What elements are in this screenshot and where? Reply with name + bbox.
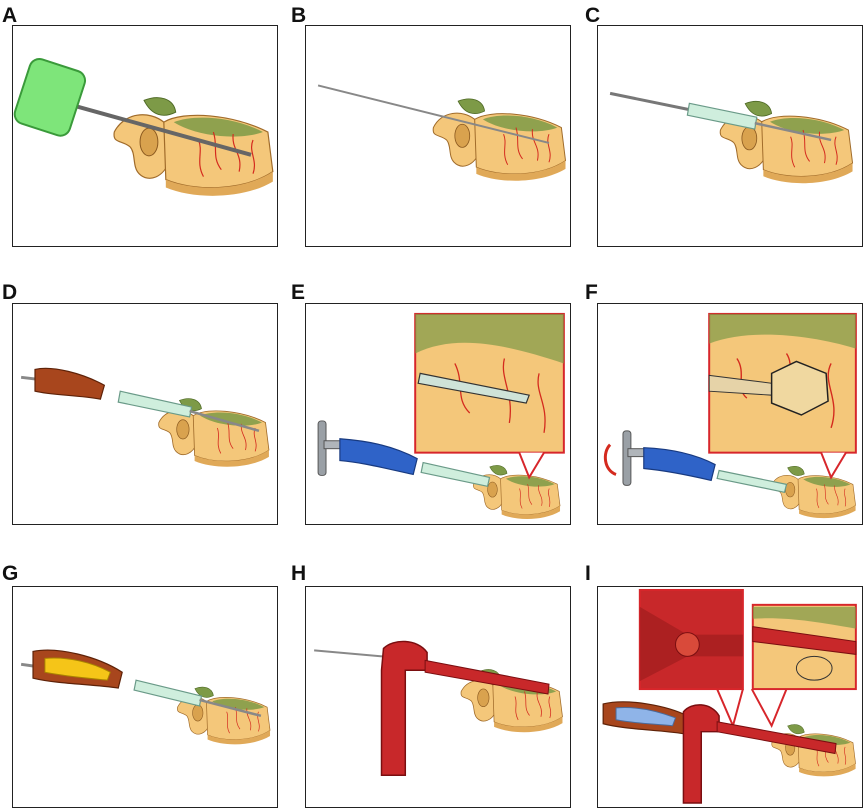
guide-wire	[317, 84, 550, 144]
open-expander-device	[770, 360, 829, 416]
panel-label-b: B	[291, 4, 307, 27]
cement-injector	[682, 704, 720, 804]
trocar-handle	[13, 58, 87, 137]
cement-injector	[380, 640, 428, 777]
panel-label-g: G	[2, 562, 19, 585]
panel-label-i: I	[585, 562, 591, 585]
panel-label-f: F	[585, 281, 598, 304]
panel-h	[305, 586, 571, 808]
expander-handle	[339, 438, 418, 476]
expander-handle	[643, 447, 716, 482]
closed-expander-device	[417, 372, 530, 404]
panel-label-d: D	[2, 281, 18, 304]
panel-label-a: A	[2, 4, 18, 27]
drill-handle	[34, 367, 106, 400]
panel-label-c: C	[585, 4, 601, 27]
working-cannula	[686, 102, 758, 130]
panel-label-h: H	[291, 562, 307, 585]
panel-c	[597, 25, 863, 247]
panel-d	[12, 303, 278, 525]
vertebra-illustration	[432, 98, 567, 182]
panel-label-e: E	[291, 281, 306, 304]
panel-f	[597, 303, 863, 525]
vertebra-illustration	[113, 97, 274, 197]
panel-a	[12, 25, 278, 247]
panel-g	[12, 586, 278, 808]
trocar-shaft	[72, 103, 252, 157]
rotation-arrow-icon	[603, 443, 617, 476]
vertebra-illustration	[473, 465, 561, 520]
vertebra-illustration	[771, 724, 856, 777]
panel-b	[305, 25, 571, 247]
panel-i	[597, 586, 863, 808]
panel-e	[305, 303, 571, 525]
